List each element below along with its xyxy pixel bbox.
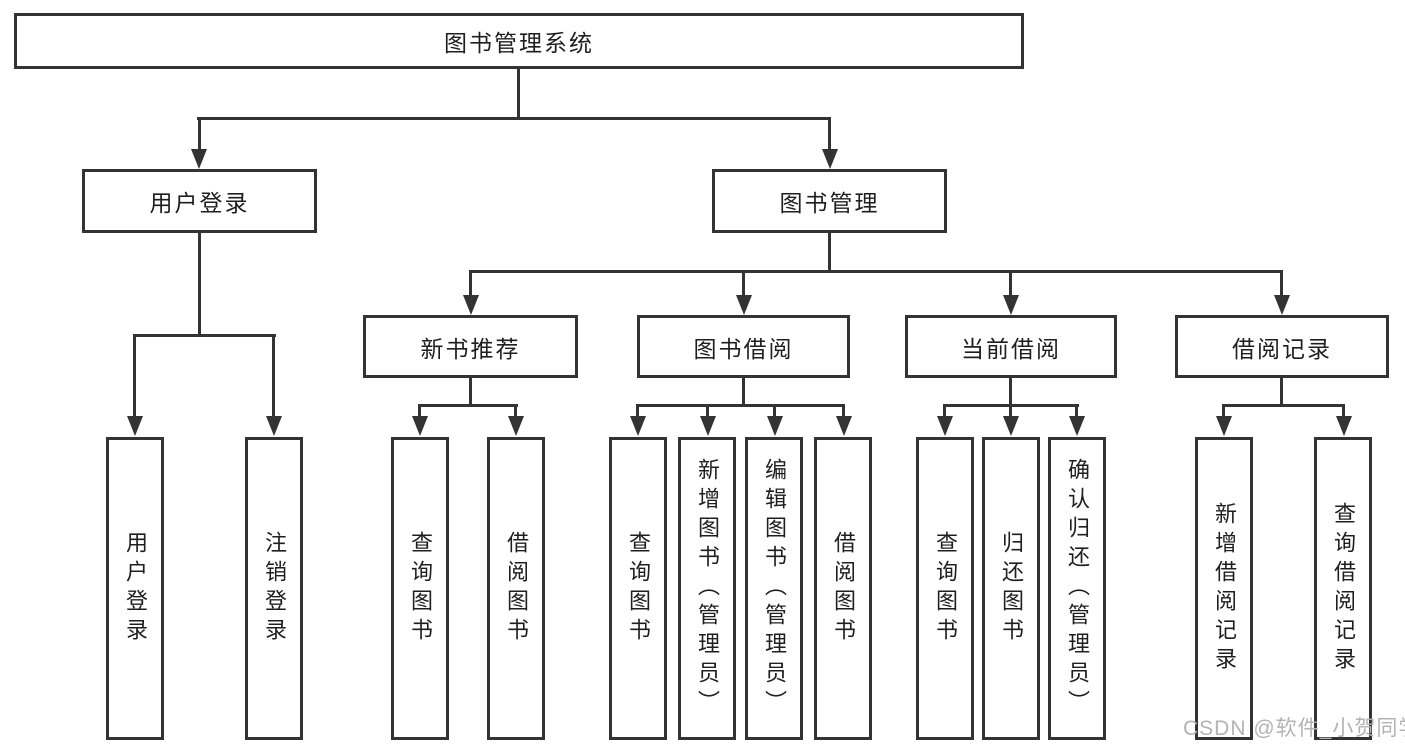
connector-line xyxy=(469,270,1283,273)
leaf-edit-books-admin: 编辑图书（管理员） xyxy=(745,437,803,740)
connector-line xyxy=(828,117,831,150)
connector-line xyxy=(636,404,845,407)
node-borrowing-records: 借阅记录 xyxy=(1175,315,1389,378)
arrow-down-icon xyxy=(463,295,479,315)
arrow-down-icon xyxy=(412,416,428,436)
arrow-down-icon xyxy=(767,416,783,436)
node-label: 查询图书 xyxy=(626,530,651,647)
node-label: 新增借阅记录 xyxy=(1212,501,1237,676)
leaf-query-borrow-record: 查询借阅记录 xyxy=(1314,437,1372,740)
node-label: 查询图书 xyxy=(408,530,433,647)
connector-line xyxy=(133,334,276,337)
connector-line xyxy=(742,270,745,297)
node-label: 编辑图书（管理员） xyxy=(762,458,787,719)
connector-line xyxy=(1222,404,1345,407)
connector-line xyxy=(1280,270,1283,297)
connector-line xyxy=(517,69,520,119)
arrow-down-icon xyxy=(266,416,282,436)
leaf-borrow-books: 借阅图书 xyxy=(814,437,872,740)
connector-line xyxy=(198,117,201,150)
node-label: 借阅记录 xyxy=(1232,335,1332,362)
arrow-down-icon xyxy=(1003,416,1019,436)
node-user-login: 用户登录 xyxy=(82,169,317,233)
connector-line xyxy=(1280,378,1283,407)
arrow-down-icon xyxy=(937,416,953,436)
leaf-query-books-recommend: 查询图书 xyxy=(391,437,449,740)
connector-line xyxy=(943,404,946,418)
node-label: 注销登录 xyxy=(262,530,287,647)
connector-line xyxy=(1075,404,1078,418)
arrow-down-icon xyxy=(836,416,852,436)
node-label: 当前借阅 xyxy=(961,335,1061,362)
node-root: 图书管理系统 xyxy=(14,13,1024,69)
node-label: 图书管理系统 xyxy=(444,30,594,56)
node-label: 新书推荐 xyxy=(420,335,521,362)
node-book-borrowing: 图书借阅 xyxy=(637,315,850,378)
connector-line xyxy=(706,404,709,418)
leaf-borrow-books-recommend: 借阅图书 xyxy=(487,437,545,740)
node-label: 归还图书 xyxy=(999,530,1024,647)
node-book-management: 图书管理 xyxy=(712,169,947,233)
connector-line xyxy=(636,404,639,418)
node-label: 查询借阅记录 xyxy=(1331,501,1356,676)
node-label: 用户登录 xyxy=(149,190,250,216)
arrow-down-icon xyxy=(630,416,646,436)
node-label: 图书管理 xyxy=(779,190,880,216)
leaf-add-books-admin: 新增图书（管理员） xyxy=(678,437,736,740)
arrow-down-icon xyxy=(191,149,207,169)
node-new-book-recommend: 新书推荐 xyxy=(363,315,578,378)
connector-line xyxy=(514,404,517,418)
node-label: 图书借阅 xyxy=(693,335,794,362)
connector-line xyxy=(133,334,136,417)
node-label: 确认归还（管理员） xyxy=(1065,458,1090,719)
arrow-down-icon xyxy=(822,149,838,169)
arrow-down-icon xyxy=(700,416,716,436)
node-label: 用户登录 xyxy=(123,530,148,647)
node-label: 借阅图书 xyxy=(831,530,856,647)
arrow-down-icon xyxy=(127,416,143,436)
arrow-down-icon xyxy=(1216,416,1232,436)
connector-line xyxy=(469,378,472,407)
connector-line xyxy=(1009,270,1012,297)
connector-line xyxy=(1009,378,1012,407)
leaf-query-books-current: 查询图书 xyxy=(916,437,974,740)
node-label: 借阅图书 xyxy=(504,530,529,647)
leaf-confirm-return-admin: 确认归还（管理员） xyxy=(1048,437,1106,740)
connector-line xyxy=(198,233,201,336)
connector-line xyxy=(742,378,745,407)
connector-line xyxy=(842,404,845,418)
connector-line xyxy=(828,233,831,272)
arrow-down-icon xyxy=(1336,416,1352,436)
connector-line xyxy=(469,270,472,297)
connector-line xyxy=(418,404,518,407)
leaf-return-books: 归还图书 xyxy=(982,437,1040,740)
leaf-logout: 注销登录 xyxy=(245,437,303,740)
node-label: 新增图书（管理员） xyxy=(695,458,720,719)
connector-line xyxy=(1222,404,1225,418)
connector-line xyxy=(773,404,776,418)
leaf-add-borrow-record: 新增借阅记录 xyxy=(1195,437,1253,740)
csdn-watermark: CSDN @软件_小贺同学 xyxy=(1183,717,1405,740)
node-current-borrowing: 当前借阅 xyxy=(905,315,1117,378)
connector-line xyxy=(418,404,421,418)
arrow-down-icon xyxy=(1003,295,1019,315)
node-label: 查询图书 xyxy=(933,530,958,647)
arrow-down-icon xyxy=(1274,295,1290,315)
arrow-down-icon xyxy=(1069,416,1085,436)
leaf-user-login: 用户登录 xyxy=(106,437,164,740)
leaf-query-books-borrowing: 查询图书 xyxy=(609,437,667,740)
connector-line xyxy=(197,117,831,120)
arrow-down-icon xyxy=(736,295,752,315)
connector-line xyxy=(1009,404,1012,418)
arrow-down-icon xyxy=(508,416,524,436)
connector-line xyxy=(272,334,275,417)
connector-line xyxy=(1342,404,1345,418)
